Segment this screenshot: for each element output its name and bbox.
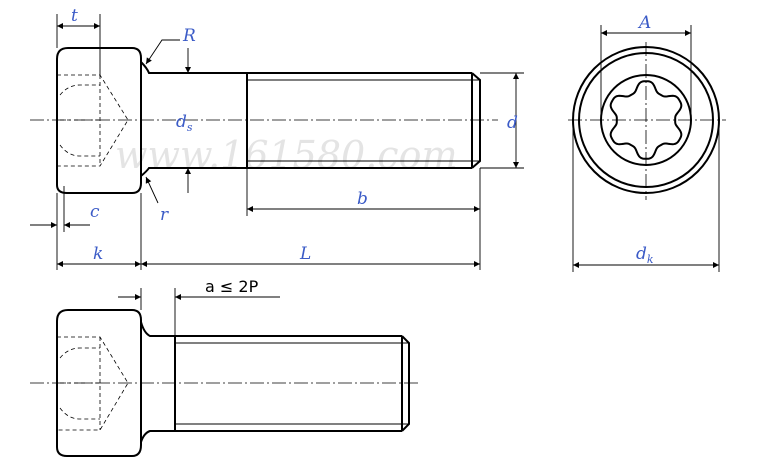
label-k: k — [93, 244, 103, 264]
label-a-le-2P: a ≤ 2P — [205, 277, 259, 296]
neck-upper — [140, 61, 247, 74]
bottom-neck-upper — [140, 321, 175, 337]
r-leader — [145, 176, 159, 204]
neck-lower — [140, 167, 247, 177]
R-leader — [145, 39, 180, 65]
label-b: b — [357, 189, 368, 209]
label-c: c — [90, 202, 100, 222]
label-dk: dk — [636, 244, 654, 266]
end-view: A dk — [568, 13, 726, 272]
bottom-neck-lower — [140, 430, 175, 443]
bottom-thread-chamfer — [401, 335, 410, 432]
label-A: A — [637, 13, 651, 33]
bottom-head-outline — [56, 309, 142, 457]
thread-chamfer — [471, 72, 481, 169]
side-view-top: t R ds d c r b k L — [30, 6, 524, 270]
head-outline — [56, 47, 142, 194]
bottom-socket-hidden-lines — [57, 336, 129, 431]
label-r: r — [160, 205, 169, 225]
label-R: R — [182, 26, 196, 46]
label-t: t — [71, 6, 78, 26]
watermark: www.161580.com — [115, 133, 457, 177]
label-d: d — [507, 113, 518, 133]
label-L: L — [299, 244, 311, 264]
side-view-bottom: a ≤ 2P — [30, 277, 418, 457]
label-ds: ds — [176, 112, 193, 134]
socket-hidden-lines — [57, 74, 129, 167]
